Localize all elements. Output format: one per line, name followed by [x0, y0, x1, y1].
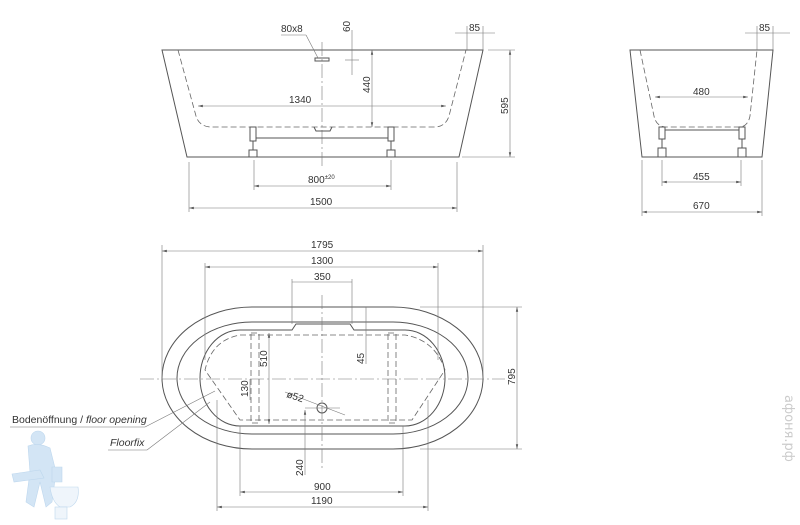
tub-outline-front: [161, 49, 484, 158]
front-view: 1340 440 60 80x8 85 595 800±20 1500: [161, 20, 515, 212]
dim-ø52: ø52: [285, 389, 305, 405]
dim-350: 350: [314, 272, 331, 283]
dim-85-side: 85: [759, 23, 771, 34]
dim-1190: 1190: [311, 496, 333, 507]
dim-800: 800±20: [308, 175, 335, 186]
dim-240: 240: [295, 459, 306, 476]
dim-1795: 1795: [311, 240, 334, 251]
dim-1340: 1340: [289, 95, 312, 106]
dim-130: 130: [240, 380, 251, 397]
watermark: афоня.рф: [781, 395, 796, 462]
dim-670: 670: [693, 201, 710, 212]
leg-left: [248, 126, 258, 158]
plan-view: ø52 1795 1300 350 795 510 45 130 240 900…: [10, 240, 522, 511]
leg-right: [386, 126, 396, 158]
dim-1500: 1500: [310, 197, 333, 208]
dim-510: 510: [259, 350, 270, 367]
dim-440: 440: [362, 76, 373, 93]
dim-595: 595: [500, 97, 511, 114]
dim-455: 455: [693, 172, 710, 183]
dim-480: 480: [693, 87, 710, 98]
dim-900: 900: [314, 482, 331, 493]
floorfix-label: Floorfix: [110, 437, 145, 449]
mascot-head: [30, 430, 46, 446]
dim-80x8: 80x8: [281, 24, 303, 35]
floor-opening-label: Bodenöffnung / floor opening: [12, 414, 147, 426]
dim-45: 45: [356, 352, 367, 364]
dim-1300: 1300: [311, 256, 334, 267]
dim-795: 795: [507, 368, 518, 385]
plumber-mascot-logo: [11, 430, 79, 520]
overflow-slot: [314, 57, 330, 62]
dim-60: 60: [342, 20, 353, 32]
dim-85-front: 85: [469, 23, 481, 34]
side-view: 85 480 455 670: [629, 23, 790, 216]
tub-outline-side: [629, 49, 774, 158]
